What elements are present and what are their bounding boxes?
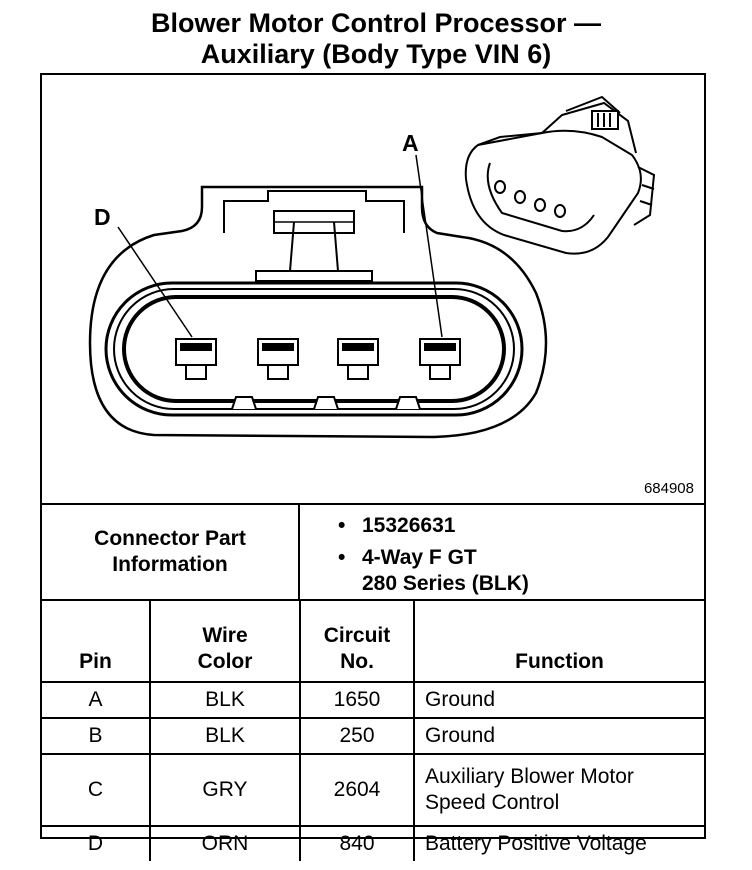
key-1 [231, 396, 257, 410]
figure-number: 684908 [643, 480, 694, 497]
circuit-cell: 840 [299, 825, 415, 861]
terminal-cavity-a [419, 338, 461, 380]
part-series-item: 280 Series (BLK) [362, 572, 529, 595]
callout-a-leader [415, 154, 443, 338]
connector-outer-shell [88, 185, 548, 439]
wire-color-cell: BLK [149, 681, 301, 719]
circuit-cell: 2604 [299, 753, 415, 827]
wire-color-cell: ORN [149, 825, 301, 861]
connector-part-info-label: Connector Part Information [42, 505, 300, 599]
callout-d: D [94, 204, 111, 230]
function-cell: Battery Positive Voltage [413, 825, 704, 861]
bullet-icon: • [338, 546, 346, 569]
page-title: Blower Motor Control Processor — Auxilia… [0, 8, 752, 70]
latch-base [255, 270, 373, 282]
callout-a: A [402, 130, 419, 156]
terminal-cavity-c [257, 338, 299, 380]
info-label-line-2: Information [112, 553, 228, 576]
connector-3d-icon [464, 95, 656, 255]
terminal-cavity-b [337, 338, 379, 380]
info-label-line-1: Connector Part [94, 527, 246, 550]
seal-ring-outer [104, 281, 524, 417]
wire-color-cell: BLK [149, 717, 301, 755]
connector-part-info: Connector Part Information •15326631 •4-… [42, 503, 704, 601]
pin-cell: C [42, 753, 151, 827]
table-row: D ORN 840 Battery Positive Voltage [42, 825, 704, 861]
diagram-frame: D A 684908 Connector Part Infor [40, 73, 706, 861]
function-cell: Ground [413, 717, 704, 755]
key-3 [395, 396, 421, 410]
callout-d-leader [117, 226, 193, 338]
circuit-cell: 250 [299, 717, 415, 755]
key-2 [313, 396, 339, 410]
title-line-2: Auxiliary (Body Type VIN 6) [200, 39, 552, 69]
bullet-icon: • [338, 514, 346, 537]
table-row: A BLK 1650 Ground [42, 681, 704, 719]
pin-cell: D [42, 825, 151, 861]
terminal-cavity-d [175, 338, 217, 380]
pin-cell: B [42, 717, 151, 755]
seal-ring-inner [122, 295, 506, 403]
part-type-item: •4-Way F GT [338, 546, 477, 569]
function-cell: Ground [413, 681, 704, 719]
title-line-1: Blower Motor Control Processor — [150, 8, 602, 38]
connector-part-list: •15326631 •4-Way F GT 280 Series (BLK) [338, 513, 529, 597]
part-number-item: •15326631 [338, 514, 456, 537]
circuit-cell: 1650 [299, 681, 415, 719]
connector-diagram: D A [88, 95, 656, 439]
latch-housing [223, 190, 405, 233]
table-row: B BLK 250 Ground [42, 717, 704, 755]
pin-cell: A [42, 681, 151, 719]
header-function: Function [413, 601, 704, 683]
header-pin: Pin [42, 601, 151, 683]
wire-color-cell: GRY [149, 753, 301, 827]
